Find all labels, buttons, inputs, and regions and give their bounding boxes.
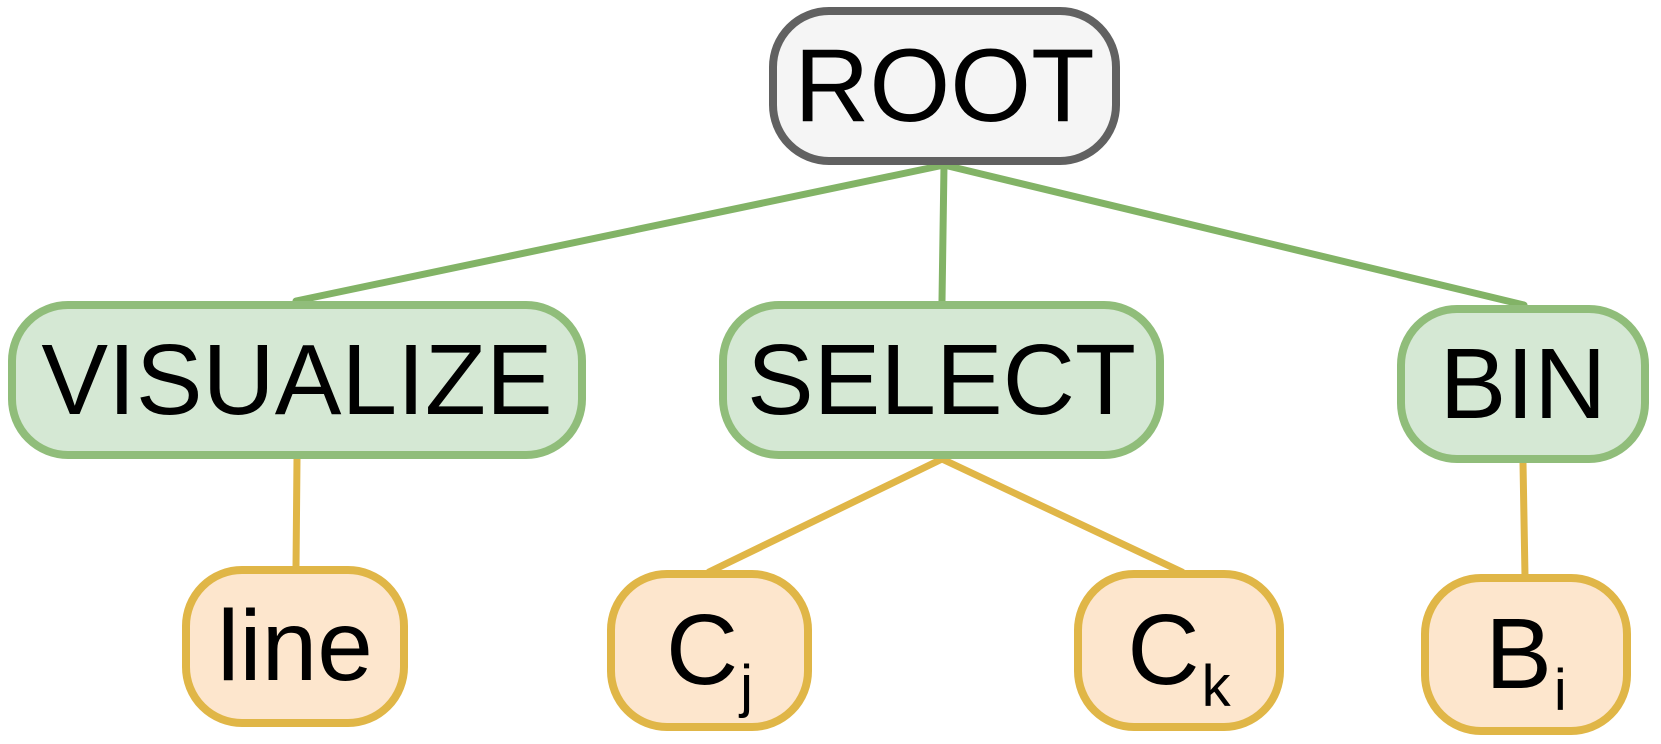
cj-node-label: C	[665, 594, 739, 706]
bin-node-label: BIN	[1439, 327, 1607, 440]
edge-bin-bi	[1519, 459, 1529, 580]
edge-select-cj	[705, 455, 946, 576]
edge-root-bin	[940, 161, 1528, 309]
bi-node-label: B	[1485, 598, 1552, 710]
bin-node: BIN	[1397, 305, 1649, 463]
line-node: line	[182, 566, 408, 727]
cj-node-subscript: j	[740, 654, 754, 719]
edge-visualize-line	[292, 455, 301, 572]
root-node: ROOT	[769, 7, 1120, 165]
edge-select-ck	[938, 455, 1186, 576]
edge-root-visualize	[292, 161, 948, 305]
ck-node-label: C	[1127, 594, 1200, 706]
ck-node-subscript: k	[1201, 654, 1231, 719]
edge-root-select	[938, 161, 948, 305]
line-node-label: line	[217, 590, 373, 702]
select-node-label: SELECT	[746, 323, 1136, 436]
visualize-node-label: VISUALIZE	[41, 323, 553, 436]
select-node: SELECT	[719, 301, 1164, 459]
bi-node-subscript: i	[1553, 658, 1567, 723]
visualize-node: VISUALIZE	[8, 301, 586, 459]
root-node-label: ROOT	[794, 27, 1095, 144]
